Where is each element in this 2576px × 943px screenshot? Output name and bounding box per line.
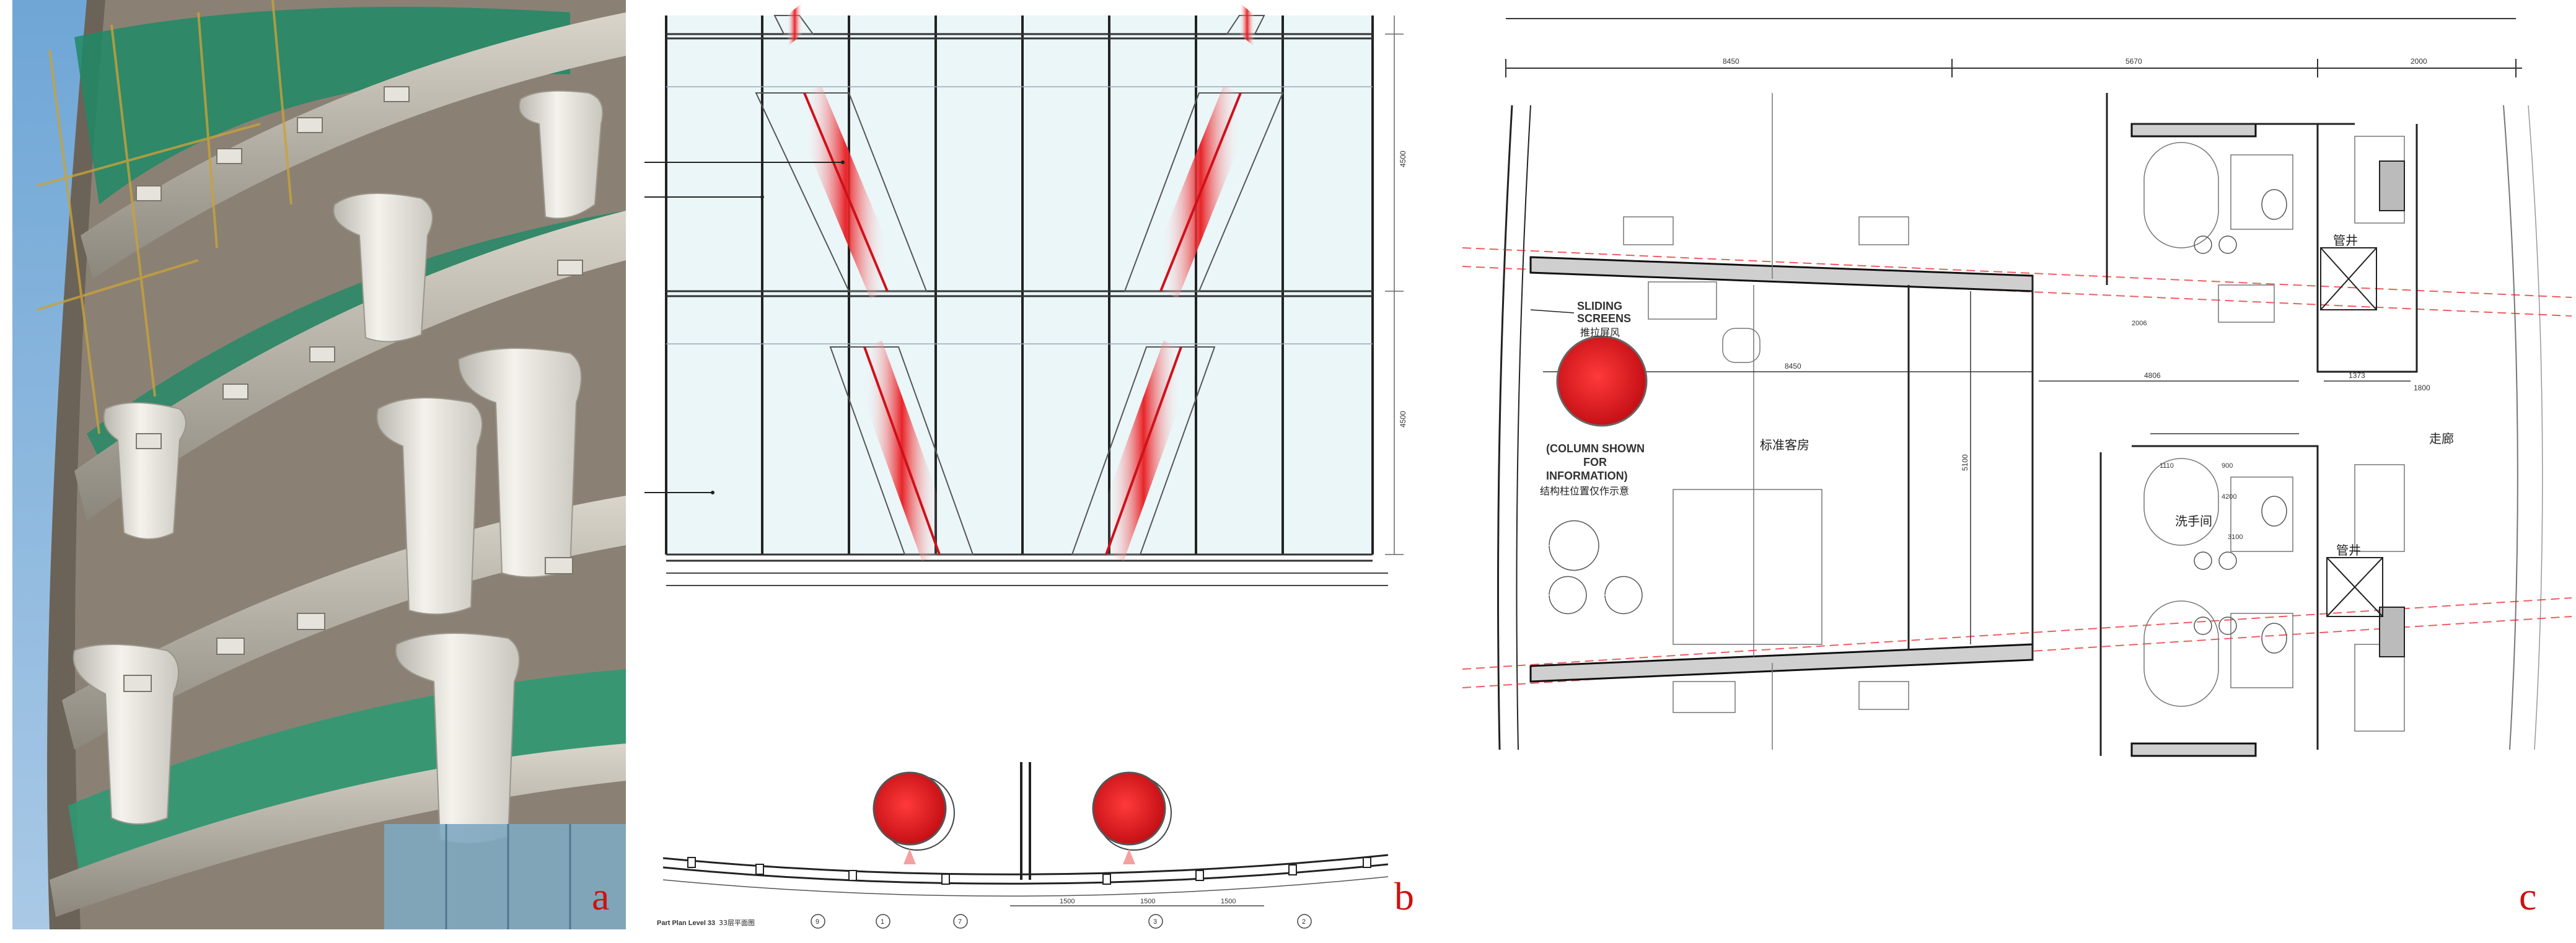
grid-mark-3: 7 — [958, 918, 962, 926]
sliding-label-cn: 推拉屏风 — [1580, 327, 1620, 338]
column-marker — [1556, 335, 1648, 427]
column-note-2: FOR — [1583, 456, 1607, 468]
sliding-label-2: SCREENS — [1577, 312, 1631, 325]
floor-plan-drawing: 8450 5670 2000 — [1462, 18, 2572, 757]
panel-a-photo: a — [12, 0, 626, 943]
panel-label-a: a — [592, 874, 610, 918]
dim-wash: 3100 — [2228, 533, 2243, 541]
panel-label-b: b — [1394, 874, 1414, 918]
grid-mark-2: 1 — [881, 918, 884, 926]
dim-mid: 4806 — [2144, 371, 2161, 380]
dim-corridor: 1800 — [2414, 384, 2430, 392]
dim-vertical: 5100 — [1961, 454, 1969, 471]
dim-room: 8450 — [1785, 362, 1801, 371]
column-marker-right — [1092, 771, 1166, 846]
column-marker-left — [873, 771, 947, 846]
column-note-cn: 结构柱位置仅作示意 — [1540, 485, 1629, 497]
grid-mark-1: 9 — [815, 918, 819, 926]
panel-b-elevation: 4500 4500 1500 1500 1500 — [644, 0, 1444, 943]
sliding-label-1: SLIDING — [1577, 300, 1622, 312]
plan-title-cn: 33层平面图 — [719, 919, 755, 927]
dim-lower: 4500 — [1399, 411, 1407, 428]
room-corridor-label: 走廊 — [2429, 431, 2454, 446]
panel-c-floor-plan: 8450 5670 2000 — [1462, 0, 2572, 943]
spacing-1: 1500 — [1060, 898, 1075, 905]
plan-title: Part Plan Level 33 — [657, 919, 715, 927]
dim-small-3: 900 — [2222, 462, 2233, 470]
shaft-label-2: 管井 — [2336, 543, 2361, 558]
grid-mark-5: 2 — [1302, 918, 1306, 926]
dim-top-3: 2000 — [2411, 57, 2427, 66]
dim-small-4: 4200 — [2222, 493, 2236, 501]
dim-top-2: 5670 — [2125, 57, 2142, 66]
dim-right: 1373 — [2349, 371, 2365, 380]
room-guest-label: 标准客房 — [1760, 437, 1809, 452]
spacing-2: 1500 — [1140, 898, 1155, 905]
dim-upper: 4500 — [1399, 151, 1407, 167]
column-note-3: INFORMATION) — [1546, 470, 1628, 482]
elevation-drawing: 4500 4500 1500 1500 1500 — [644, 3, 1407, 929]
shaft-label-1: 管井 — [2333, 233, 2358, 248]
dim-top-1: 8450 — [1723, 57, 1739, 66]
column-note-1: (COLUMN SHOWN — [1546, 442, 1645, 455]
dim-small-1: 2006 — [2132, 320, 2147, 327]
spacing-3: 1500 — [1221, 898, 1236, 905]
panel-label-c: c — [2519, 874, 2537, 918]
room-wash-label: 洗手间 — [2175, 514, 2212, 529]
construction-photo — [12, 0, 626, 929]
dim-small-2: 1110 — [2160, 462, 2174, 470]
grid-mark-4: 3 — [1153, 918, 1157, 926]
